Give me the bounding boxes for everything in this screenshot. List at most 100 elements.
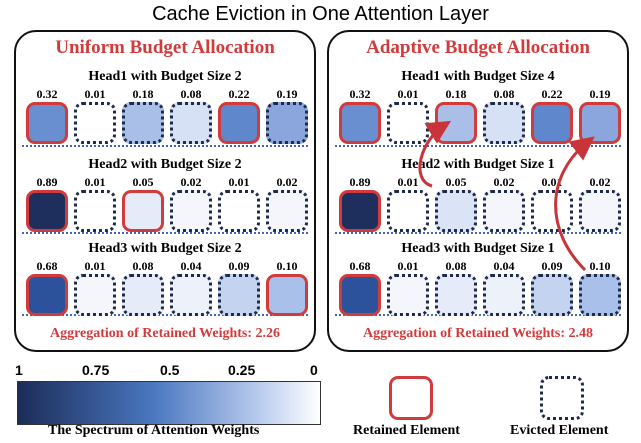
attention-weight-value: 0.01 [397,87,419,101]
retained-cache-cell [339,190,381,232]
evicted-cache-cell [74,274,116,316]
attention-weight-value: 0.22 [228,87,250,101]
attention-weight-value: 0.19 [276,87,298,101]
evicted-cache-cell [435,274,477,316]
evicted-cache-cell [74,102,116,144]
evicted-cache-cell [483,274,525,316]
evicted-cache-cell [170,102,212,144]
retained-cache-cell [26,190,68,232]
retained-cache-cell [266,274,308,316]
head-label: Head3 with Budget Size 1 [401,241,555,256]
attention-weight-value: 0.10 [589,259,611,273]
evicted-cache-cell [579,190,621,232]
attention-weight-value: 0.04 [180,259,202,273]
head-separator [335,145,621,147]
evicted-cache-cell [218,274,260,316]
attention-weight-value: 0.01 [84,175,106,189]
head-separator [335,232,621,234]
arrow-head2-to-head1 [418,120,452,188]
evicted-cache-cell [266,190,308,232]
panel-title: Uniform Budget Allocation [55,37,275,58]
evicted-cache-cell [531,190,573,232]
aggregation-text: Aggregation of Retained Weights: 2.48 [362,326,594,341]
attention-weight-value: 0.22 [541,87,563,101]
attention-weight-value: 0.19 [589,87,611,101]
attention-weight-spectrum [17,381,321,425]
head-label: Head2 with Budget Size 2 [88,157,242,172]
attention-weight-value: 0.18 [445,87,467,101]
spectrum-label: The Spectrum of Attention Weights [48,423,260,438]
retained-cache-cell [531,102,573,144]
retained-cache-cell [339,102,381,144]
head-separator [22,314,308,316]
retained-cache-cell [218,102,260,144]
attention-weight-value: 0.01 [397,175,419,189]
attention-weight-value: 0.05 [132,175,154,189]
head-separator [22,232,308,234]
evicted-cache-cell [122,274,164,316]
attention-weight-value: 0.68 [349,259,371,273]
evicted-cache-cell [218,190,260,232]
evicted-cache-cell [387,274,429,316]
arrow-head3-to-head1 [554,136,595,272]
adaptive-allocation-panel: Adaptive Budget Allocation Aggregation o… [327,30,629,352]
attention-weight-value: 0.02 [276,175,298,189]
head-label: Head1 with Budget Size 4 [401,69,555,84]
attention-weight-value: 0.89 [36,175,58,189]
spectrum-tick: 0.5 [160,362,180,378]
attention-weight-value: 0.08 [445,259,467,273]
evicted-cache-cell [531,274,573,316]
attention-weight-value: 0.08 [493,87,515,101]
evicted-cache-cell [170,190,212,232]
attention-weight-value: 0.02 [589,175,611,189]
spectrum-tick: 1 [15,362,23,378]
evicted-cache-cell [387,190,429,232]
attention-weight-value: 0.32 [36,87,58,101]
retained-label: Retained Element [353,423,460,438]
evicted-cache-cell [483,190,525,232]
evicted-cache-cell [266,102,308,144]
evicted-cache-cell [483,102,525,144]
retained-legend-box [389,376,433,420]
attention-weight-value: 0.01 [228,175,250,189]
attention-weight-value: 0.02 [493,175,515,189]
attention-weight-value: 0.68 [36,259,58,273]
attention-weight-value: 0.02 [180,175,202,189]
uniform-allocation-panel: Uniform Budget Allocation Aggregation of… [14,30,316,352]
attention-weight-value: 0.32 [349,87,371,101]
attention-weight-value: 0.18 [132,87,154,101]
attention-weight-value: 0.01 [84,87,106,101]
attention-weight-value: 0.04 [493,259,515,273]
spectrum-tick: 0.75 [82,362,110,378]
spectrum-tick: 0.25 [228,362,256,378]
attention-weight-value: 0.09 [228,259,250,273]
evicted-cache-cell [435,190,477,232]
attention-weight-value: 0.05 [445,175,467,189]
head-label: Head2 with Budget Size 1 [401,157,555,172]
head-separator [335,314,621,316]
head-label: Head1 with Budget Size 2 [88,69,242,84]
evicted-cache-cell [579,274,621,316]
attention-weight-value: 0.09 [541,259,563,273]
evicted-label: Evicted Element [510,423,609,438]
attention-weight-value: 0.01 [84,259,106,273]
attention-weight-value: 0.01 [397,259,419,273]
evicted-legend-box [540,376,584,420]
evicted-cache-cell [122,102,164,144]
evicted-cache-cell [170,274,212,316]
attention-weight-value: 0.08 [132,259,154,273]
head-label: Head3 with Budget Size 2 [88,241,242,256]
evicted-cache-cell [74,190,116,232]
attention-weight-value: 0.10 [276,259,298,273]
retained-cache-cell [339,274,381,316]
attention-weight-value: 0.08 [180,87,202,101]
aggregation-text: Aggregation of Retained Weights: 2.26 [49,326,281,341]
spectrum-tick: 0 [310,362,318,378]
head-separator [22,145,308,147]
retained-cache-cell [26,274,68,316]
evicted-cache-cell [387,102,429,144]
retained-cache-cell [122,190,164,232]
panel-title: Adaptive Budget Allocation [366,37,590,58]
retained-cache-cell [26,102,68,144]
